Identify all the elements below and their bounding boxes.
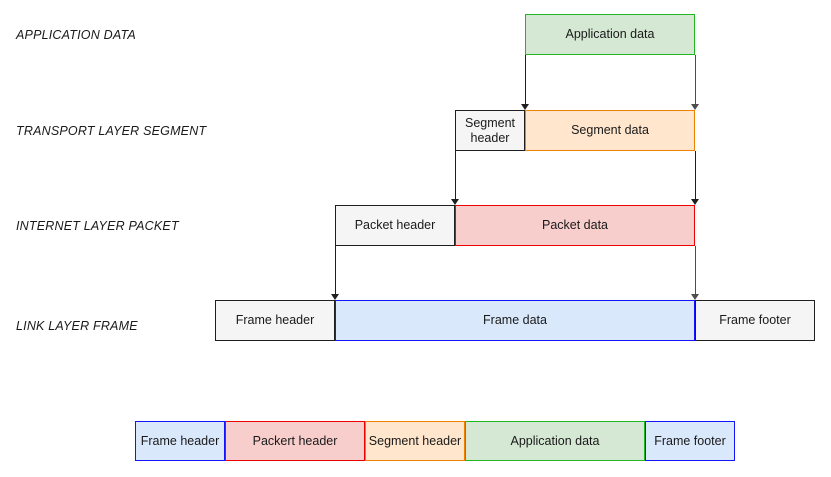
connector-packet-left-to-frame-line (335, 246, 336, 295)
legend-frame-header[interactable]: Frame header (135, 421, 225, 461)
connector-app-right-to-segment-line (695, 55, 696, 105)
segment-data[interactable]: Segment data (525, 110, 695, 151)
connector-segment-right-to-packet-line (695, 151, 696, 200)
legend-packert-header[interactable]: Packert header (225, 421, 365, 461)
row-label-0: APPLICATION DATA (16, 28, 136, 42)
segment-header[interactable]: Segment header (455, 110, 525, 151)
frame-header[interactable]: Frame header (215, 300, 335, 341)
frame-data[interactable]: Frame data (335, 300, 695, 341)
legend-application-data[interactable]: Application data (465, 421, 645, 461)
legend-frame-footer[interactable]: Frame footer (645, 421, 735, 461)
connector-packet-left-to-frame-arrowhead (331, 294, 339, 300)
connector-segment-left-to-packet-line (455, 151, 456, 200)
row-label-3: LINK LAYER FRAME (16, 319, 138, 333)
connector-segment-right-to-packet-arrowhead (691, 199, 699, 205)
connector-app-right-to-segment-arrowhead (691, 104, 699, 110)
legend-segment-header[interactable]: Segment header (365, 421, 465, 461)
row-label-1: TRANSPORT LAYER SEGMENT (16, 124, 207, 138)
connector-packet-right-to-frame-line (695, 246, 696, 295)
frame-footer[interactable]: Frame footer (695, 300, 815, 341)
connector-app-left-to-segment-line (525, 55, 526, 105)
row-label-2: INTERNET LAYER PACKET (16, 219, 179, 233)
connector-packet-right-to-frame-arrowhead (691, 294, 699, 300)
packet-data[interactable]: Packet data (455, 205, 695, 246)
connector-app-left-to-segment-arrowhead (521, 104, 529, 110)
application-data[interactable]: Application data (525, 14, 695, 55)
packet-header[interactable]: Packet header (335, 205, 455, 246)
connector-segment-left-to-packet-arrowhead (451, 199, 459, 205)
